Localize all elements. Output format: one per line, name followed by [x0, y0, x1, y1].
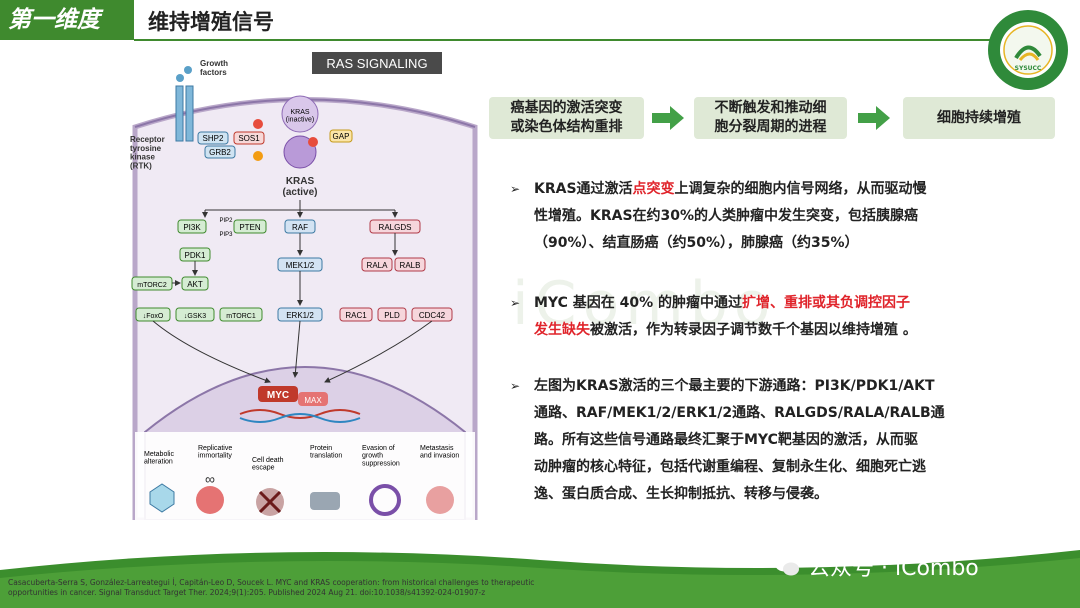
- node-gsk3: ↓GSK3: [184, 313, 206, 320]
- bullet-pathways: ➢ 左图为KRAS激活的三个最主要的下游通路：PI3K/PDK1/AKT 通路、…: [510, 373, 945, 508]
- node-pten: PTEN: [239, 223, 261, 232]
- node-rala: RALA: [367, 261, 389, 270]
- bullet-kras-line1: KRAS通过激活点突变上调复杂的细胞内信号网络，从而驱动慢: [534, 181, 927, 197]
- node-rac1: RAC1: [345, 311, 367, 320]
- bullet-arrow-icon: ➢: [510, 379, 521, 393]
- node-mtorc2: mTORC2: [137, 282, 167, 289]
- node-cdc42: CDC42: [419, 311, 446, 320]
- citation-line1: Casacuberta-Serra S, González-Larreategu…: [8, 578, 535, 587]
- wechat-account: 公众号 · iCombo: [774, 550, 979, 582]
- logo-abbrev: SYSUCC: [1015, 65, 1042, 72]
- wechat-account-label: 公众号 · iCombo: [808, 556, 979, 581]
- flow-arrow-1-icon: [652, 106, 684, 130]
- bullet-pathways-line3: 路。所有这些信号通路最终汇聚于MYC靶基因的激活，从而驱: [534, 432, 918, 448]
- node-ralgds: RALGDS: [379, 223, 412, 232]
- bullet-pathways-line1: 左图为KRAS激活的三个最主要的下游通路：PI3K/PDK1/AKT: [534, 378, 935, 394]
- node-foxo: ↓FoxO: [143, 313, 164, 320]
- node-gap: GAP: [333, 132, 350, 141]
- svg-text:∞: ∞: [205, 471, 215, 487]
- node-pld: PLD: [384, 311, 400, 320]
- node-grb2: GRB2: [209, 148, 231, 157]
- bullet-kras-line2: 性增殖。KRAS在约30%的人类肿瘤中发生突变，包括胰腺癌: [534, 208, 919, 224]
- node-akt: AKT: [187, 280, 203, 289]
- bullet-pathways-line5: 逸、蛋白质合成、生长抑制抵抗、转移与侵袭。: [534, 486, 828, 502]
- translation-icon: [310, 492, 340, 510]
- bullet-arrow-icon: ➢: [510, 182, 521, 196]
- sysucc-logo: SYSUCC: [988, 10, 1068, 90]
- node-ralb: RALB: [400, 261, 421, 270]
- metastasis-icon: [426, 486, 454, 514]
- bullet-pathways-line2: 通路、RAF/MEK1/2/ERK1/2通路、RALGDS/RALA/RALB通: [534, 405, 945, 421]
- growth-suppression-icon: [369, 484, 401, 516]
- citation-line2: opportunities in cancer. Signal Transduc…: [8, 588, 486, 597]
- node-raf: RAF: [292, 223, 308, 232]
- citation: Casacuberta-Serra S, González-Larreategu…: [8, 578, 568, 598]
- node-myc: MYC: [267, 390, 289, 401]
- flow-box-proliferation: 细胞持续增殖: [903, 97, 1055, 139]
- flow-box-cycle-text: 不断触发和推动细 胞分裂周期的进程: [714, 100, 827, 135]
- node-mtorc1: mTORC1: [226, 313, 256, 320]
- node-shp2: SHP2: [203, 134, 224, 143]
- section-tag: 第一维度: [0, 0, 134, 40]
- flow-box-cycle: 不断触发和推动细 胞分裂周期的进程: [694, 97, 847, 139]
- node-max: MAX: [304, 396, 322, 405]
- wechat-icon: [775, 556, 799, 576]
- node-pdk1: PDK1: [185, 251, 206, 260]
- bullet-myc: ➢ MYC 基因在 40% 的肿瘤中通过扩增、重排或其负调控因子 发生缺失被激活…: [510, 290, 917, 344]
- flow-box-mutation: 癌基因的激活突变 或染色体结构重排: [489, 97, 644, 139]
- node-kras-inactive: KRAS(inactive): [286, 109, 314, 124]
- diagram-panel-title: RAS SIGNALING: [326, 56, 427, 71]
- page-title: 维持增殖信号: [148, 10, 274, 34]
- label-pip3: PIP3: [219, 232, 233, 238]
- bullet-arrow-icon: ➢: [510, 296, 521, 310]
- node-sos1: SOS1: [238, 134, 260, 143]
- flow-arrow-2-icon: [858, 106, 890, 130]
- node-kras-active: KRAS(active): [282, 176, 317, 198]
- flow-box-mutation-text: 癌基因的激活突变 或染色体结构重排: [510, 100, 623, 135]
- bullet-kras: ➢ KRAS通过激活点突变上调复杂的细胞内信号网络，从而驱动慢 性增殖。KRAS…: [510, 176, 927, 257]
- bullet-pathways-line4: 动肿瘤的核心特征，包括代谢重编程、复制永生化、细胞死亡逃: [534, 459, 926, 475]
- flow-box-proliferation-text: 细胞持续增殖: [937, 109, 1021, 126]
- bullet-myc-line1: MYC 基因在 40% 的肿瘤中通过扩增、重排或其负调控因子: [534, 295, 910, 311]
- node-pi3k: PI3K: [183, 223, 201, 232]
- label-pip2: PIP2: [219, 218, 233, 224]
- metabolic-icon: [149, 483, 175, 513]
- bullet-kras-line3: （90%）、结直肠癌（约50%），肺腺癌（约35%）: [534, 235, 859, 251]
- node-erk: ERK1/2: [286, 311, 314, 320]
- immortality-icon: [196, 486, 224, 514]
- header-divider: [134, 39, 1014, 41]
- footer-wave: [0, 550, 1080, 608]
- node-mek: MEK1/2: [286, 261, 315, 270]
- bullet-myc-line2: 发生缺失被激活，作为转录因子调节数千个基因以维持增殖 。: [534, 322, 917, 338]
